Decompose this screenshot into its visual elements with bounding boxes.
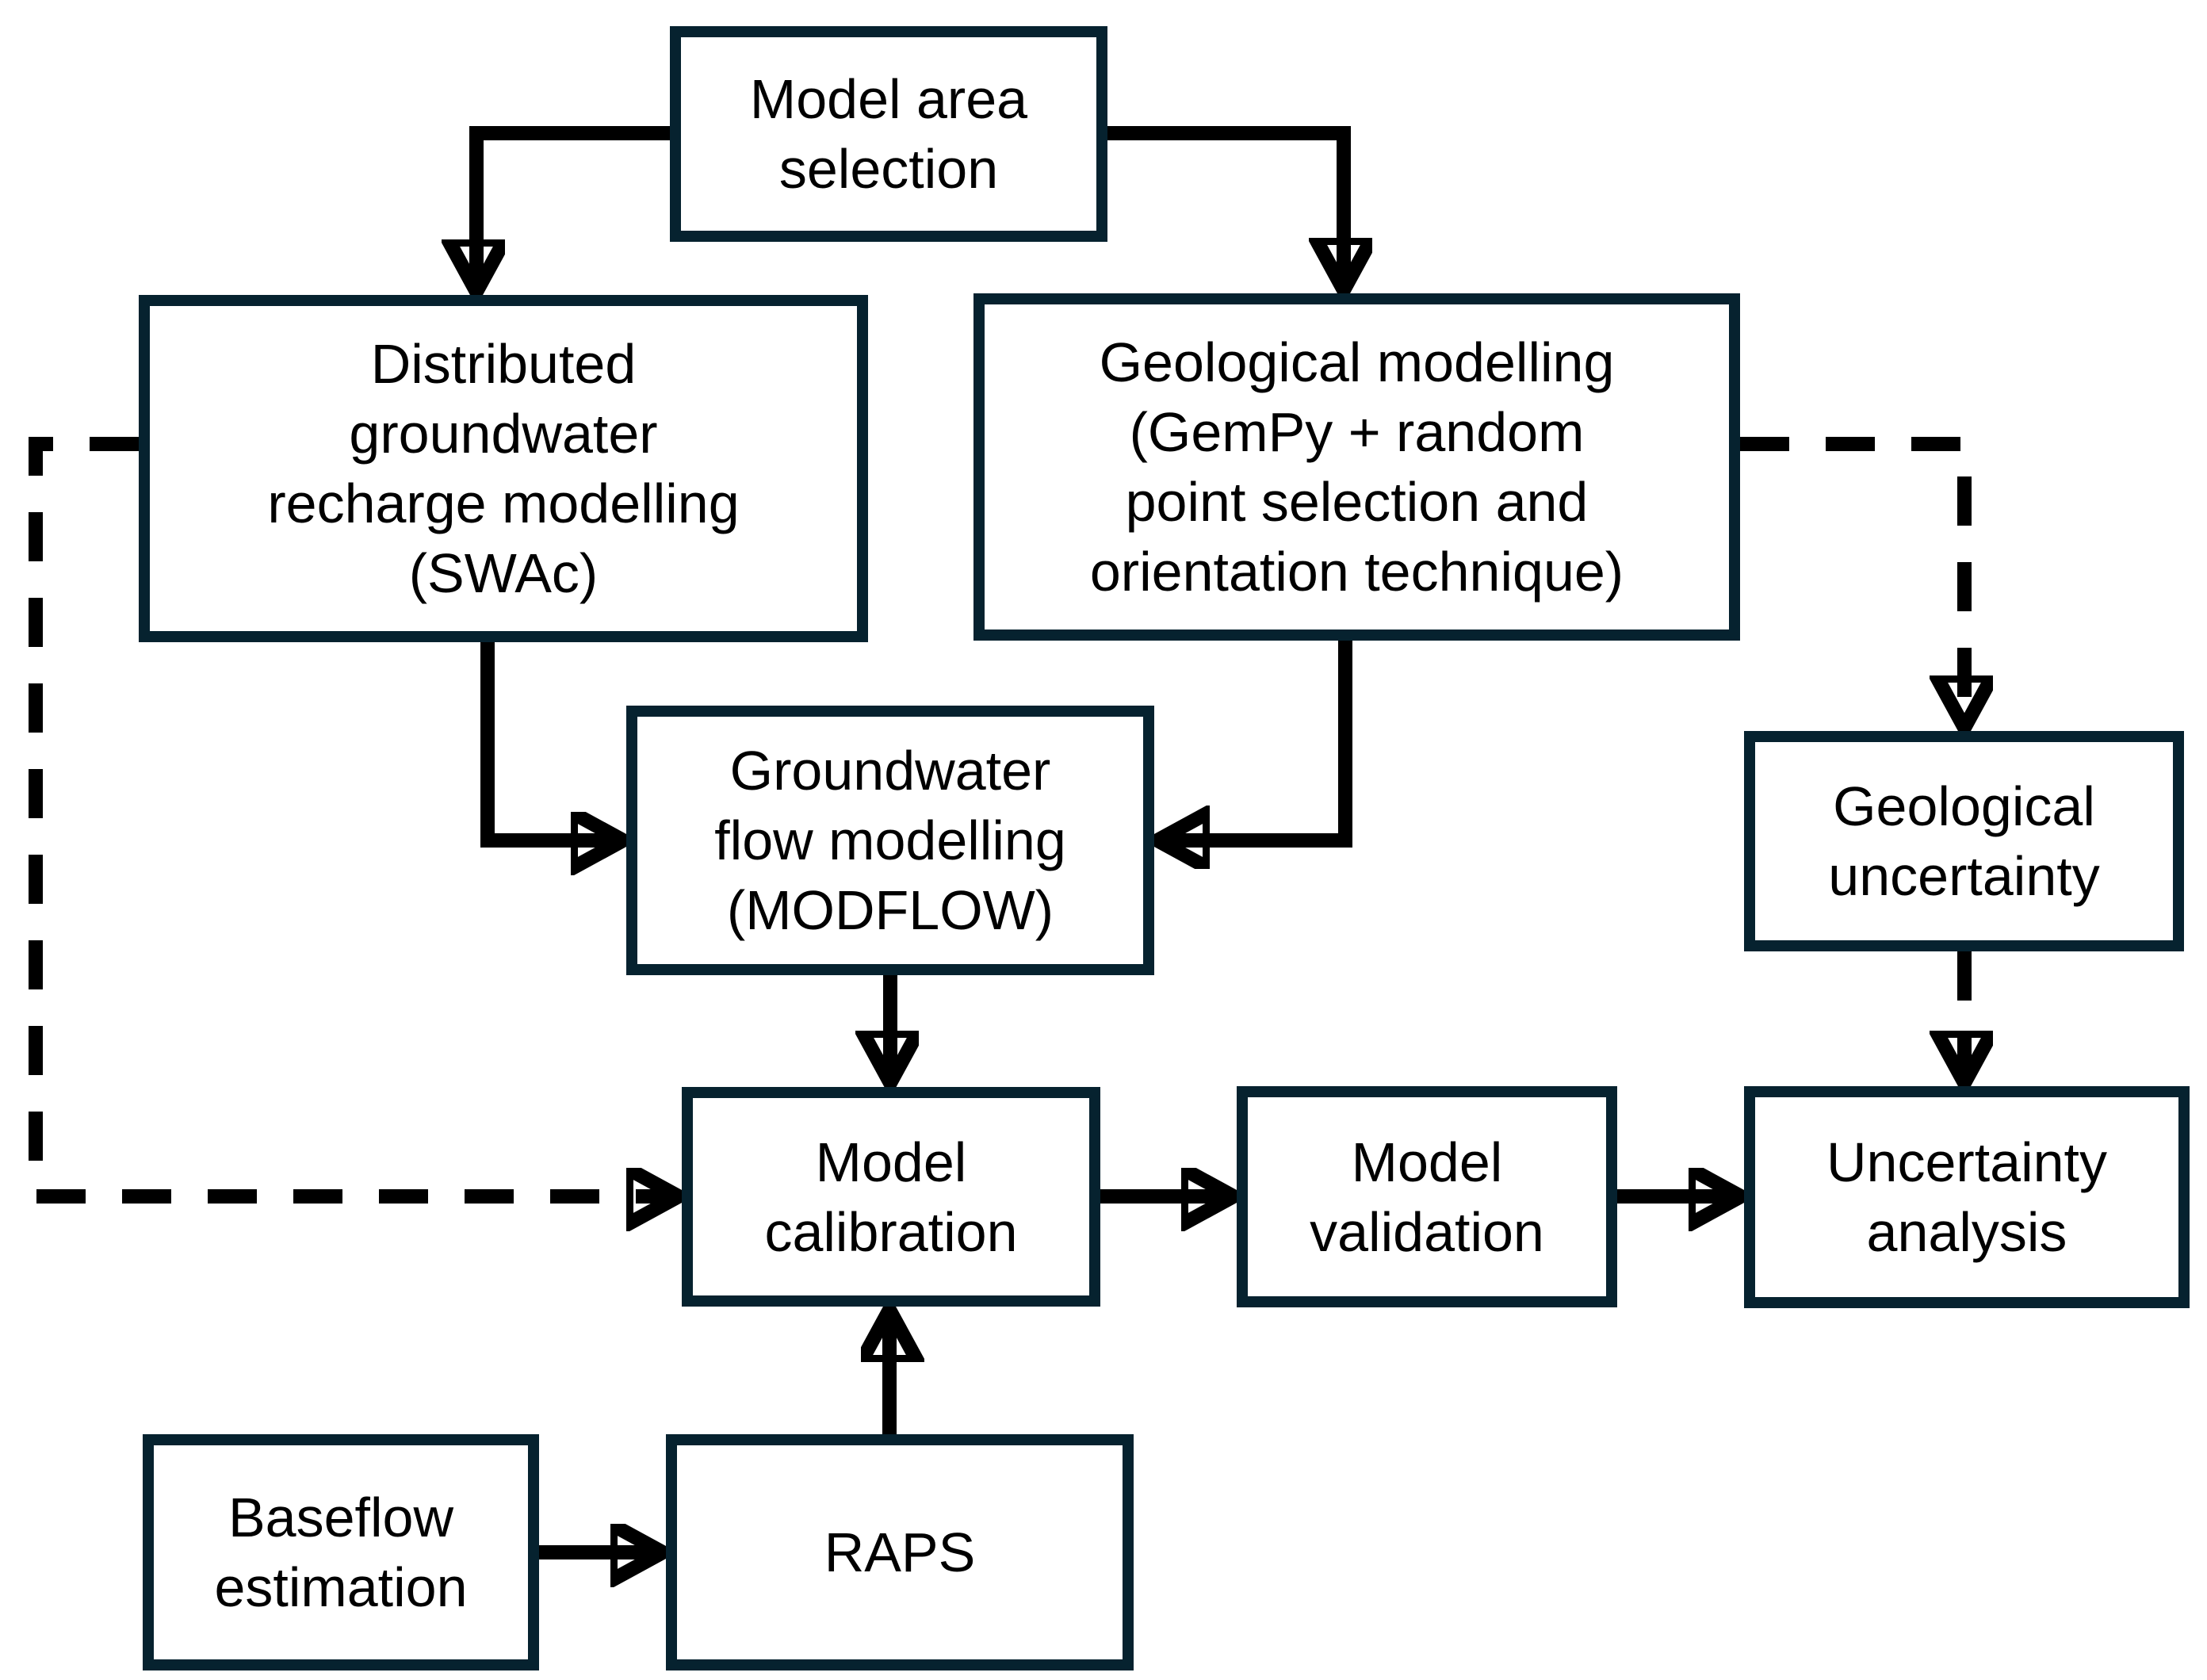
node-model-validation: Model validation [1237,1086,1617,1307]
node-label: Groundwater flow modelling (MODFLOW) [714,740,1066,941]
node-raps: RAPS [666,1434,1134,1670]
node-label: Model calibration [764,1131,1018,1263]
connector-swac-to-modflow [480,642,618,840]
node-uncertainty-analysis: Uncertainty analysis [1744,1086,2190,1308]
node-label: Geological modelling (GemPy + random poi… [1089,331,1624,603]
node-model-area-selection: Model area selection [670,26,1107,242]
connector-geological-modelling-to-geological-uncertainty-dashed [1740,437,1964,723]
node-label: Uncertainty analysis [1826,1131,2108,1263]
connector-geological-modelling-to-modflow [1162,641,1352,840]
node-baseflow-estimation: Baseflow estimation [143,1434,539,1670]
node-geological-uncertainty: Geological uncertainty [1744,731,2184,951]
connector-model-area-to-swac [476,126,670,287]
node-label: Model area selection [749,68,1028,200]
node-label: Distributed groundwater recharge modelli… [267,333,740,604]
node-label: Geological uncertainty [1828,775,2100,907]
node-label: Model validation [1310,1131,1544,1263]
node-model-calibration: Model calibration [682,1087,1100,1307]
node-label: RAPS [824,1521,976,1583]
connector-model-area-to-geological-modelling [1107,126,1344,285]
node-geological-modelling: Geological modelling (GemPy + random poi… [973,293,1740,641]
node-groundwater-flow-modelling: Groundwater flow modelling (MODFLOW) [626,706,1154,975]
node-label: Baseflow estimation [214,1487,468,1618]
node-distributed-groundwater-recharge-modelling: Distributed groundwater recharge modelli… [139,295,868,642]
